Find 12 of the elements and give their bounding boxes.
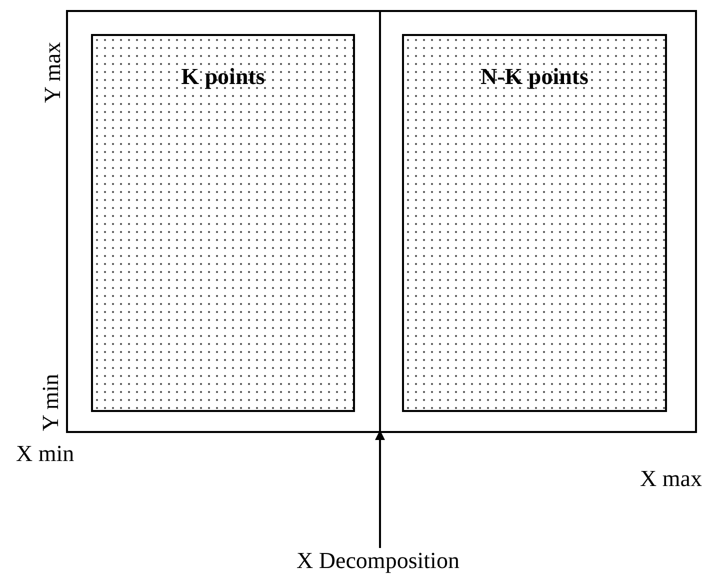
region-title: K points — [180, 64, 266, 90]
plot-frame — [66, 10, 697, 433]
annotation-text: X Decomposition — [270, 548, 486, 578]
axis-label: X min — [16, 442, 74, 465]
point-region — [402, 34, 667, 412]
point-region — [91, 34, 355, 412]
axis-label: Y min — [39, 374, 62, 432]
arrow — [375, 430, 385, 548]
region-title: N-K points — [480, 64, 590, 90]
axis-label: Y max — [41, 42, 64, 104]
divider-line — [379, 12, 381, 431]
axis-label: X max — [640, 467, 702, 490]
